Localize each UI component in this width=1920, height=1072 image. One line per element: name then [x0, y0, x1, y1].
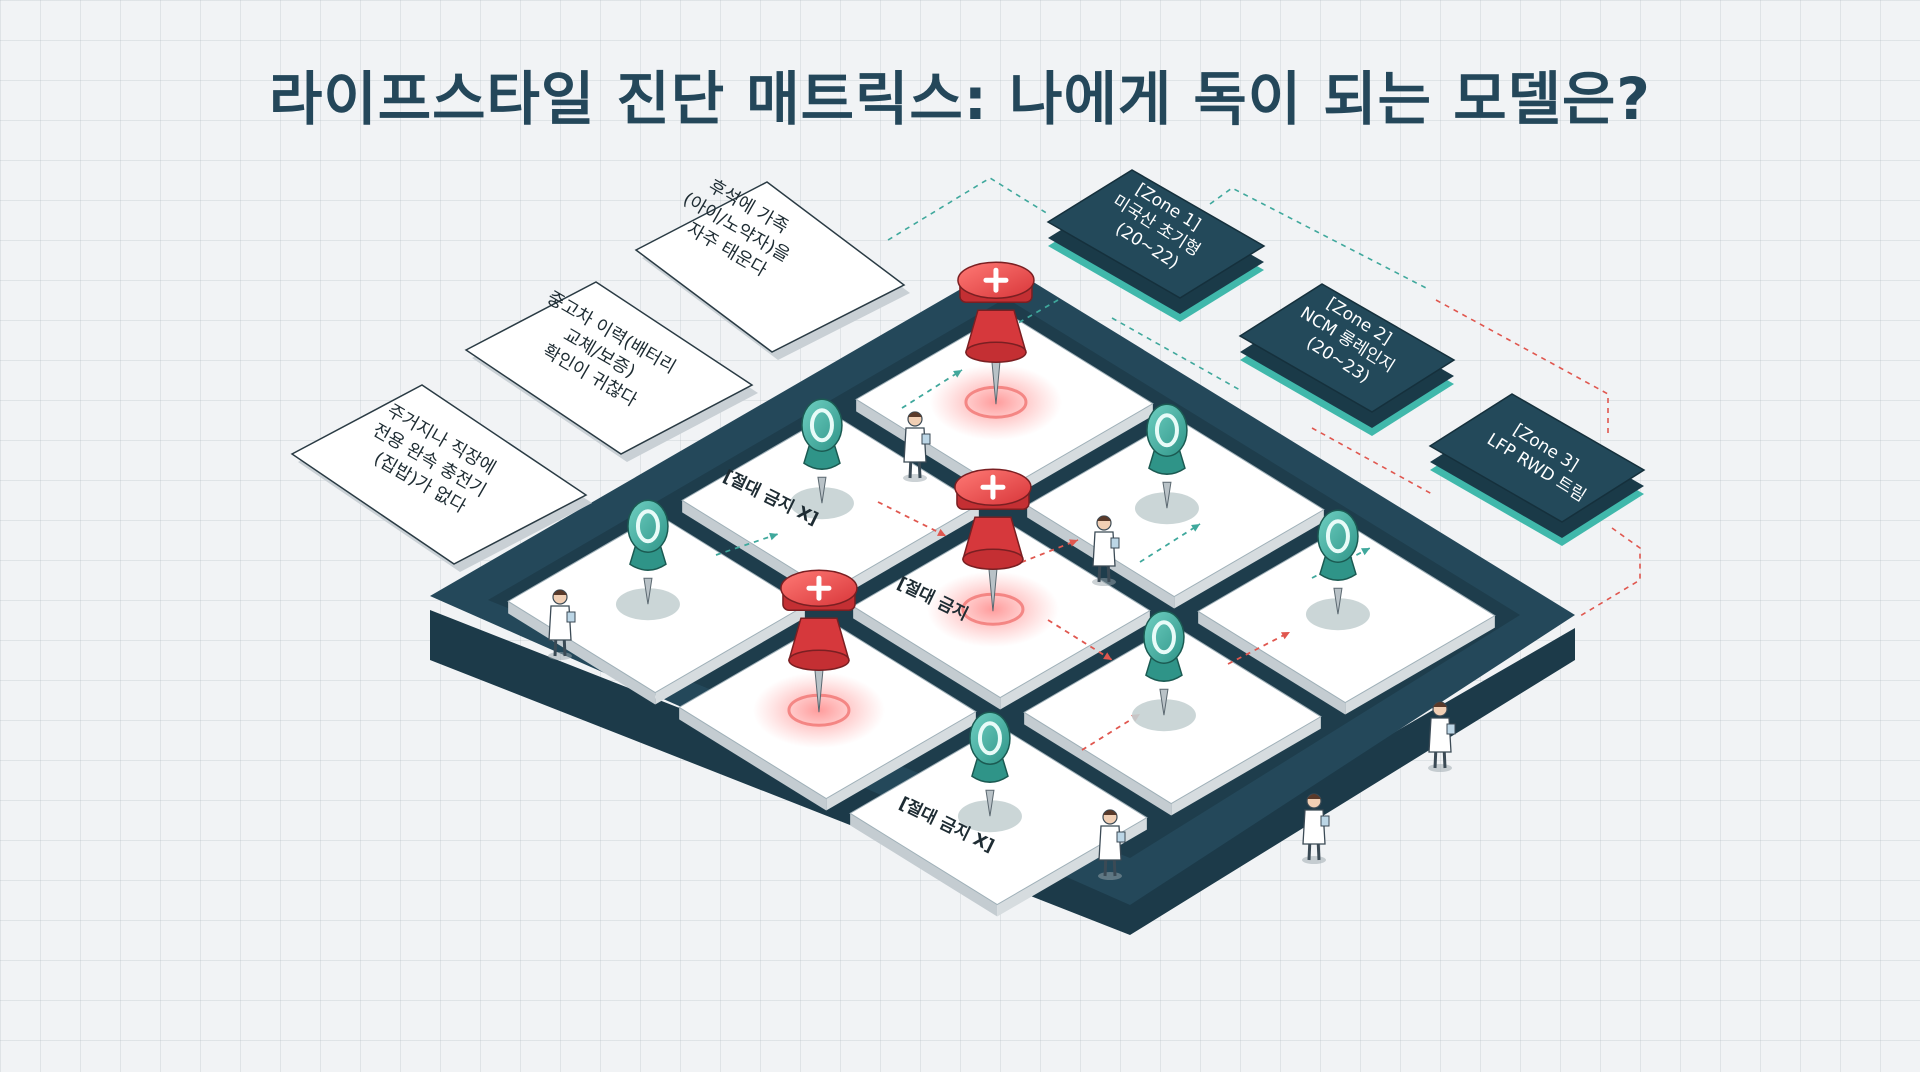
pin-cap [970, 712, 1010, 764]
pin-collar [966, 342, 1026, 362]
zone-box-1: [Zone 1] 미국산 초기형 (20~22) [1048, 170, 1264, 322]
zone-box-3: [Zone 3] LFP RWD 트림 [1430, 394, 1644, 546]
pin-cap [1318, 510, 1358, 562]
zone-box-2: [Zone 2] NCM 롱레인지 (20~23) [1240, 284, 1454, 436]
pin-collar [789, 650, 849, 670]
leader-zone-1 [888, 178, 1048, 240]
pin-cap [802, 399, 842, 451]
leader-zone-3-bottom [1580, 528, 1640, 616]
criterion-card-1: 후석에 가족 (아이/노약자)을 자주 태운다 [636, 168, 910, 360]
pin-cap [1147, 404, 1187, 456]
pin-cap [1144, 611, 1184, 663]
pin-collar [963, 549, 1023, 569]
pin-cap [628, 500, 668, 552]
